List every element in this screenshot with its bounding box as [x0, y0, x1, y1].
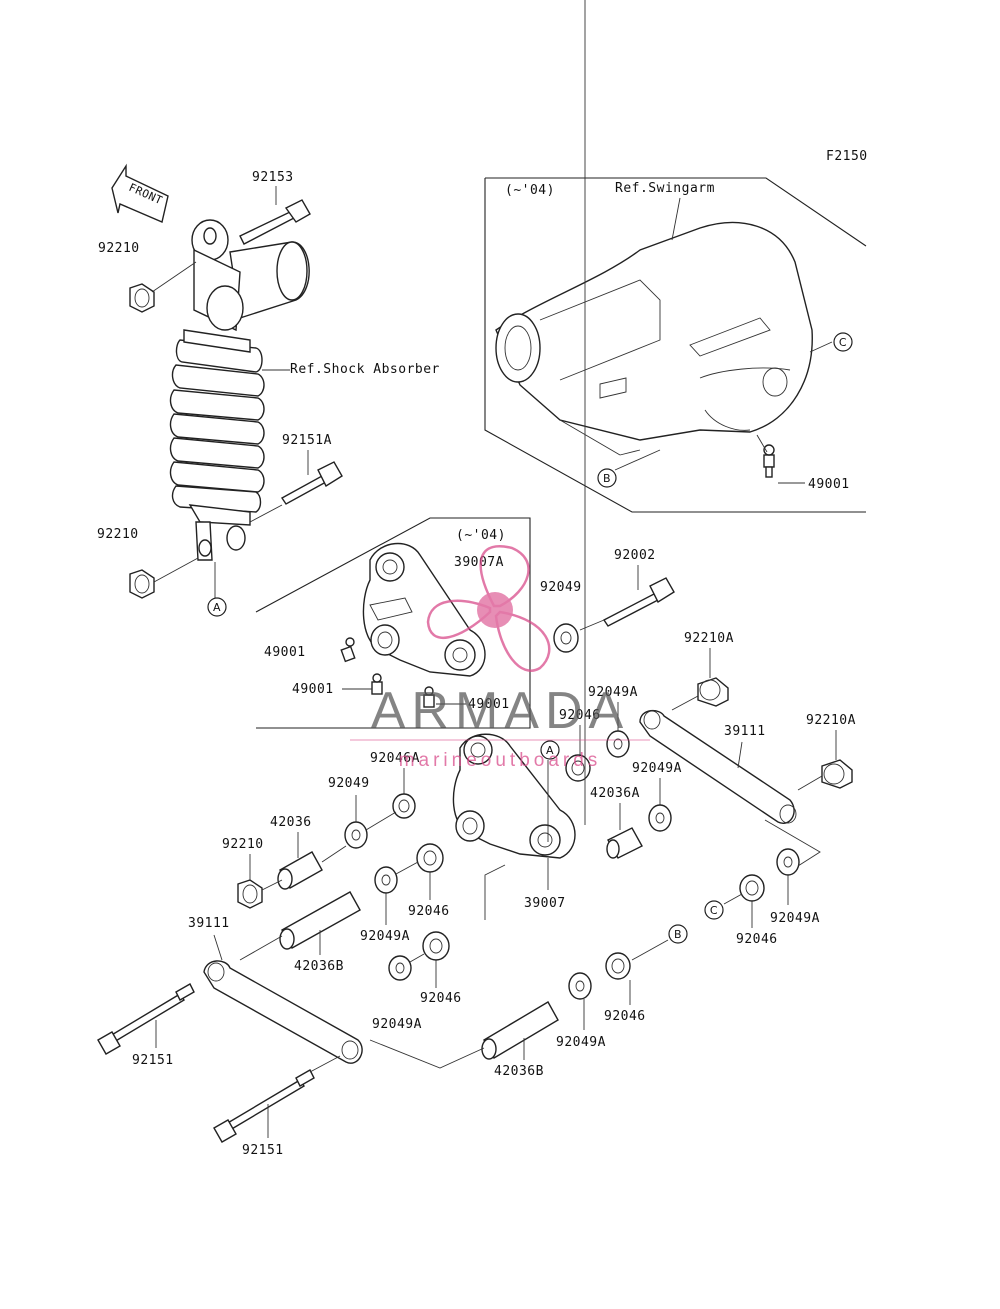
washer-92049A-right [776, 848, 800, 876]
part-92002: 92002 [614, 548, 656, 563]
callout-c: C [833, 332, 853, 352]
svg-text:C: C [839, 336, 847, 349]
part-92049-mid: 92049 [328, 776, 370, 791]
part-92046A: 92046A [370, 751, 420, 766]
grease-nipple-icon [763, 444, 775, 478]
inset-year-label: (~'04) [505, 183, 555, 198]
part-92046-right: 92046 [736, 932, 778, 947]
part-42036A: 42036A [590, 786, 640, 801]
part-92210-mid: 92210 [97, 527, 139, 542]
bolt-92151A [280, 461, 343, 505]
collar-42036A [606, 827, 643, 859]
part-49001-c: 49001 [468, 697, 510, 712]
svg-text:A: A [546, 744, 554, 757]
grease-nipple-icon [371, 673, 383, 695]
bolt-92151-a [97, 983, 195, 1055]
part-92049A-right: 92049A [770, 911, 820, 926]
swingarm-inset [484, 177, 867, 513]
callout-a-2: A [540, 740, 560, 760]
washer-92049A-bottom [568, 972, 592, 1000]
part-92049A-bottom-right: 92049A [556, 1035, 606, 1050]
part-49001-a: 49001 [264, 645, 306, 660]
watermark: ARMADA marineoutboards [350, 545, 650, 771]
rocker-39007 [452, 733, 576, 859]
tie-rod-39111-left [203, 960, 363, 1064]
part-92049A-left: 92049A [360, 929, 410, 944]
svg-text:B: B [674, 928, 682, 941]
callout-c-2: C [704, 900, 724, 920]
nut-92210-mid [129, 569, 155, 599]
collar-42036 [277, 851, 323, 890]
washer-92049-top [553, 623, 579, 653]
part-49001-swingarm: 49001 [808, 477, 850, 492]
part-92151A: 92151A [282, 433, 332, 448]
part-92046-low: 92046 [420, 991, 462, 1006]
part-92049A-bottom-left: 92049A [372, 1017, 422, 1032]
grease-nipple-icon [340, 637, 356, 663]
inset-year-label-2: (~'04) [456, 528, 506, 543]
callout-b-2: B [668, 924, 688, 944]
collar-92210A-right [821, 759, 853, 789]
bearing-92046-right [739, 874, 765, 902]
front-arrow-icon: FRONT [111, 163, 169, 223]
part-39007: 39007 [524, 896, 566, 911]
figure-code: F2150 [826, 149, 868, 164]
watermark-tagline: marineoutboards [399, 750, 602, 771]
part-42036B-left: 42036B [294, 959, 344, 974]
bushing-92046A [392, 793, 416, 819]
part-92049A-top: 92049A [588, 685, 638, 700]
sleeve-42036B-left [279, 891, 361, 950]
rocker-inset [255, 517, 531, 729]
part-42036: 42036 [270, 815, 312, 830]
nut-92210-low [237, 879, 263, 909]
swingarm-pivot-bore [495, 313, 541, 383]
nut-92210-top [129, 283, 155, 313]
washer-92049A-left [374, 866, 398, 894]
part-92049-top: 92049 [540, 580, 582, 595]
sleeve-42036B-bottom [481, 1001, 559, 1060]
part-49001-b: 49001 [292, 682, 334, 697]
ref-shock-absorber-label: Ref.Shock Absorber [290, 362, 440, 377]
part-92210A-top: 92210A [684, 631, 734, 646]
part-92151-a: 92151 [132, 1053, 174, 1068]
bolt-92002 [602, 577, 675, 627]
part-92210-low: 92210 [222, 837, 264, 852]
part-42036B-bottom: 42036B [494, 1064, 544, 1079]
tie-rod-39111-right [639, 709, 797, 824]
bearing-92046-mid [416, 843, 444, 873]
bearing-92046-top [565, 754, 591, 782]
part-92151-b: 92151 [242, 1143, 284, 1158]
part-92046-bottom: 92046 [604, 1009, 646, 1024]
part-39111-right: 39111 [724, 724, 766, 739]
grease-nipple-icon [423, 686, 435, 708]
part-92153: 92153 [252, 170, 294, 185]
watermark-brand: ARMADA [371, 682, 629, 740]
washer-92049A-top [606, 730, 630, 758]
callout-b: B [597, 468, 617, 488]
part-92210A-right: 92210A [806, 713, 856, 728]
callout-a: A [207, 597, 227, 617]
svg-text:A: A [213, 601, 221, 614]
collar-92210A-top [697, 677, 729, 707]
bearing-92046-low [422, 931, 450, 961]
bearing-92046-bottom [605, 952, 631, 980]
part-92049A-mid: 92049A [632, 761, 682, 776]
bolt-92153 [239, 199, 311, 245]
part-39111-left: 39111 [188, 916, 230, 931]
svg-text:C: C [710, 904, 718, 917]
propeller-logo-icon [426, 545, 551, 672]
part-92046-top: 92046 [559, 708, 601, 723]
part-92046-mid: 92046 [408, 904, 450, 919]
washer-92049-mid [344, 821, 368, 849]
washer-92049-low [388, 955, 412, 981]
ref-swingarm-label: Ref.Swingarm [615, 181, 715, 196]
part-92210-top: 92210 [98, 241, 140, 256]
bolt-92151-b [213, 1069, 315, 1143]
shock-absorber [169, 219, 310, 561]
svg-text:B: B [603, 472, 611, 485]
part-39007A: 39007A [454, 555, 504, 570]
washer-92049A-mid [648, 804, 672, 832]
swingarm [495, 221, 813, 441]
